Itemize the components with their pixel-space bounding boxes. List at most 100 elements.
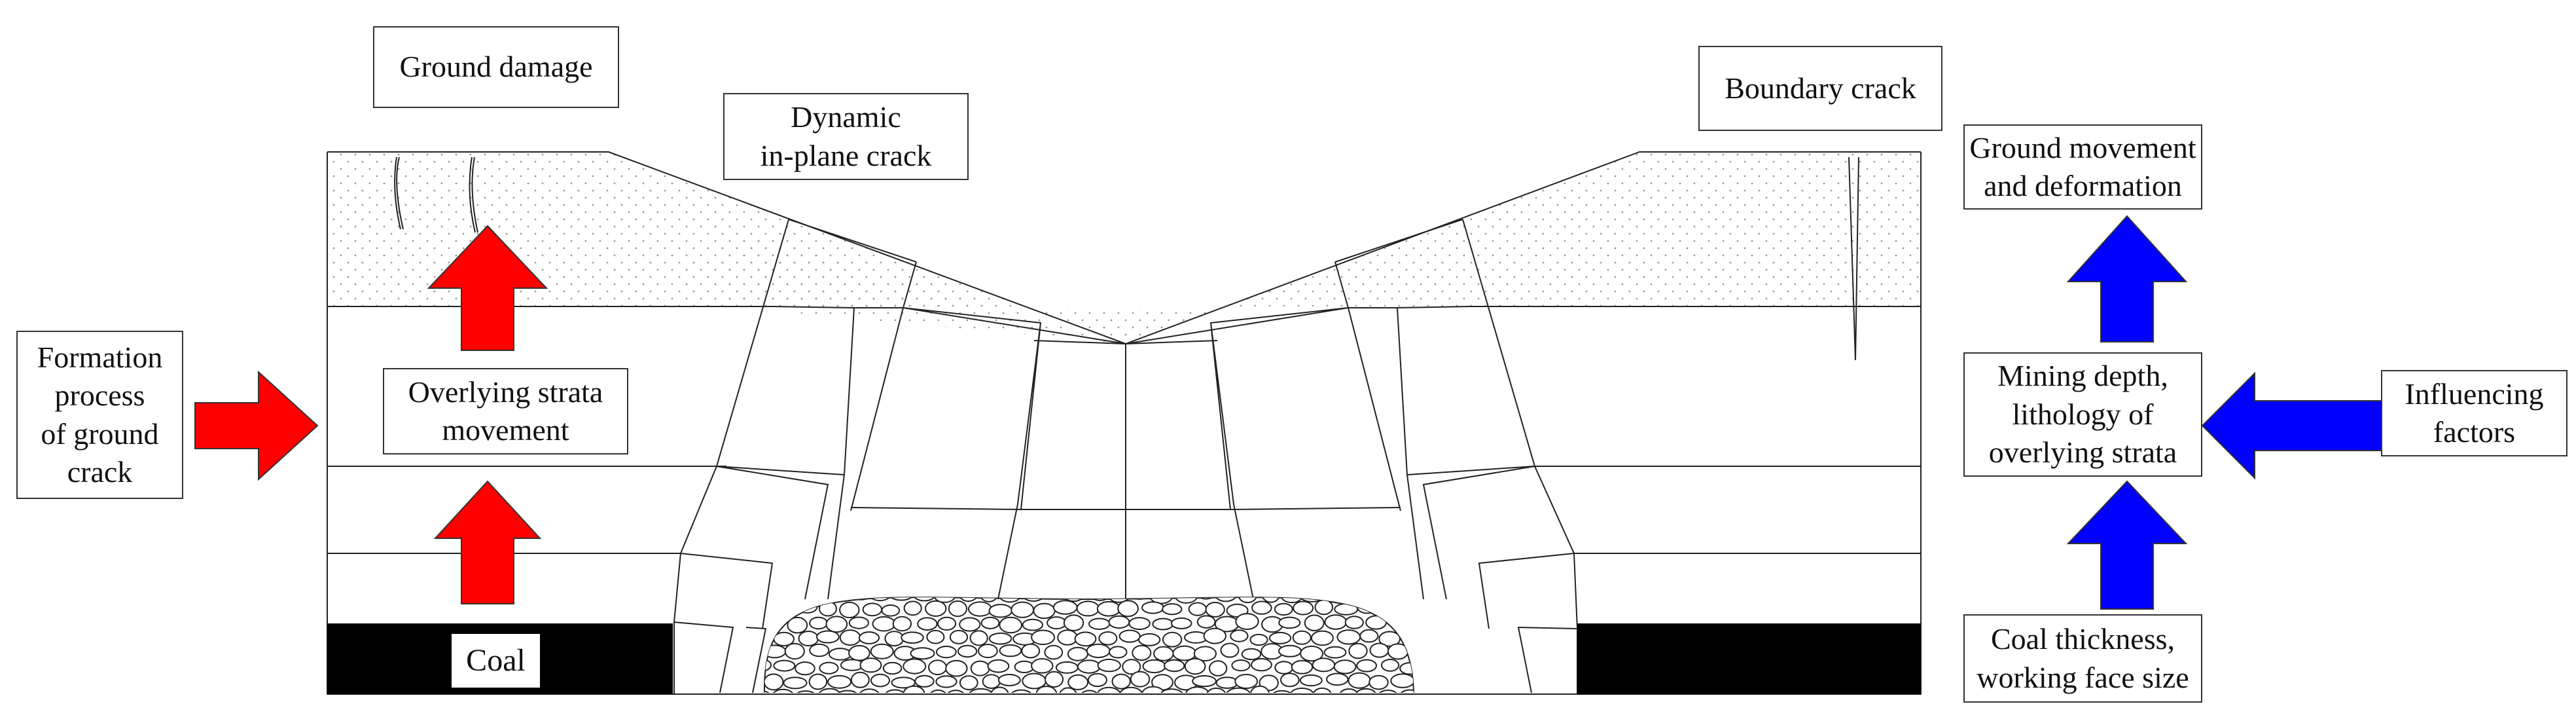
rubble-stone — [1058, 687, 1078, 693]
rubble-stone — [1130, 671, 1151, 688]
ground-crack-1 — [394, 157, 404, 230]
rubble-stone — [1162, 603, 1183, 616]
rubble-stone — [1410, 615, 1414, 629]
arrow-up-red-icon-top — [427, 225, 548, 351]
rubble-stone — [903, 685, 925, 693]
left-broken-blocks — [673, 219, 1126, 694]
rubble-stone — [1035, 686, 1058, 693]
rubble-stone — [1312, 657, 1336, 673]
rubble-stone — [1086, 643, 1111, 659]
rubble-stone — [1291, 659, 1314, 675]
rubble-stone — [1022, 618, 1044, 631]
rubble-stone — [946, 690, 965, 693]
rubble-stone — [1398, 689, 1414, 693]
rubble-stone — [798, 631, 819, 646]
ground-damage-label: Ground damage — [373, 26, 619, 108]
rubble-stone — [1274, 661, 1294, 675]
coal-label: Coal — [452, 634, 540, 688]
rubble-stone — [928, 659, 947, 676]
rubble-stone — [999, 616, 1022, 634]
rubble-stone — [1292, 630, 1312, 645]
boundary-crack-line — [1848, 157, 1859, 361]
rubble-stone — [858, 688, 881, 693]
arrow-up-blue-icon-top — [2066, 215, 2188, 342]
rubble-stone — [1077, 659, 1101, 674]
topsoil-right — [1126, 152, 1921, 344]
rubble-stone — [1196, 615, 1216, 629]
rubble-stone — [1321, 597, 1344, 601]
rubble-stone — [1336, 629, 1361, 645]
rubble-stone — [829, 648, 852, 661]
rubble-stone — [862, 602, 883, 617]
rubble-stone — [1096, 686, 1121, 693]
rubble-stone — [870, 673, 890, 688]
rubble-stone — [1299, 674, 1323, 687]
arrow-up-blue-icon-bottom — [2066, 480, 2188, 610]
rubble-stone — [1326, 673, 1349, 686]
rubble-stone — [1160, 688, 1184, 693]
rubble-stone — [1399, 662, 1414, 675]
dynamic-crack-label: Dynamic in-plane crack — [723, 93, 969, 180]
rubble-stone — [1128, 617, 1151, 630]
rubble-stone — [1076, 601, 1100, 617]
rubble-stone — [1031, 658, 1054, 674]
rubble-stone — [1088, 618, 1111, 630]
rubble-stone — [1344, 616, 1364, 629]
rubble-stone — [1138, 633, 1161, 646]
rubble-stone — [1375, 604, 1400, 616]
rubble-stone — [936, 646, 957, 659]
rubble-stone — [1096, 601, 1121, 617]
rubble-stone — [1046, 616, 1067, 630]
rubble-stone — [903, 601, 922, 616]
rubble-stone — [858, 631, 880, 644]
influencing-factors-label: Influencing factors — [2381, 370, 2567, 456]
arrow-right-red-icon — [194, 370, 319, 481]
rubble-stone — [1357, 602, 1378, 614]
rubble-stone — [850, 671, 870, 688]
rubble-stone — [848, 616, 870, 629]
rubble-stone — [1044, 644, 1064, 660]
rubble-stone — [785, 597, 805, 603]
formation-process-label: Formation process of ground crack — [16, 331, 183, 499]
rubble-stone — [1339, 688, 1359, 693]
rubble-stone — [901, 631, 924, 644]
rubble-stone — [1057, 629, 1078, 646]
rubble-stone — [1192, 675, 1217, 688]
rubble-stone — [825, 616, 848, 633]
rubble-stone — [1250, 685, 1270, 693]
rubble-stone — [1348, 642, 1368, 659]
rubble-stone — [1011, 601, 1035, 618]
rubble-stone — [859, 657, 882, 673]
rubble-stone — [969, 630, 988, 646]
rubble-stone — [1323, 646, 1347, 659]
rubble-stone — [1378, 631, 1401, 647]
topsoil-middle — [713, 223, 1126, 344]
rubble-stone — [929, 689, 948, 693]
rubble-stone — [836, 690, 859, 693]
rubble-stone — [1268, 631, 1292, 644]
rubble-stone — [1184, 657, 1206, 675]
rubble-stone — [982, 674, 1001, 689]
rubble-stone — [850, 597, 872, 601]
rubble-stone — [917, 617, 938, 631]
rubble-stone — [1188, 602, 1208, 616]
rubble-stone — [870, 643, 894, 659]
rubble-stone — [1241, 648, 1262, 661]
rubble-stone — [1108, 597, 1130, 603]
right-broken-blocks — [1125, 219, 1578, 694]
rubble-stone — [1063, 614, 1084, 631]
rubble-stone — [1022, 597, 1045, 602]
rubble-stone — [764, 630, 771, 644]
rubble-stone — [1117, 600, 1139, 618]
rubble-stone — [1348, 672, 1371, 689]
rubble-stone — [1132, 644, 1152, 661]
rubble-stone — [988, 632, 1012, 645]
rubble-stone — [839, 601, 860, 619]
rubble-stone — [1401, 601, 1414, 615]
rubble-stone — [1251, 657, 1272, 672]
rubble-stone — [1365, 615, 1387, 630]
rubble-stone — [1310, 630, 1334, 646]
rubble-stone — [1128, 597, 1152, 600]
rubble-stone — [1111, 673, 1131, 690]
rubble-stone — [764, 673, 784, 691]
